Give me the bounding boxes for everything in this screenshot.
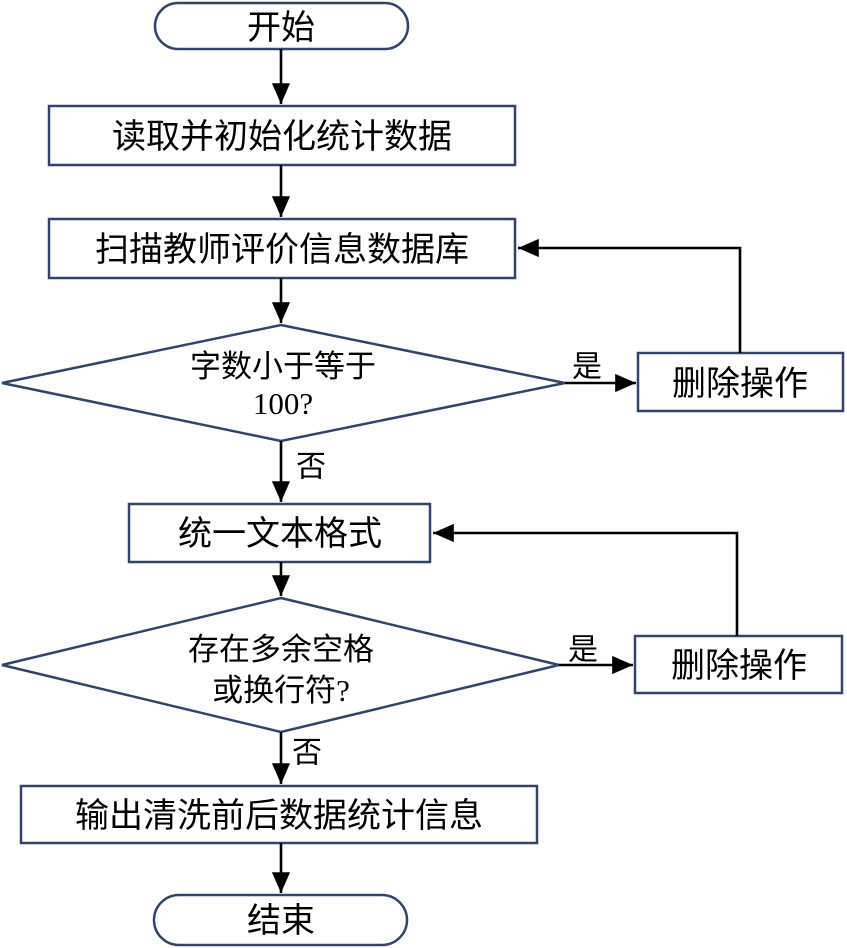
node-end-label: 结束 xyxy=(247,902,315,940)
node-output-stats-process xyxy=(19,784,539,845)
node-scan-db-label: 扫描教师评价信息数据库 xyxy=(95,231,469,269)
node-check-whitespace-label-line2: 或换行符? xyxy=(212,673,350,708)
edge-label-check-length-yes: 是 xyxy=(572,351,602,384)
node-output-stats-label: 输出清洗前后数据统计信息 xyxy=(75,797,483,835)
edge-delete1-loop-to-scan xyxy=(518,238,742,353)
edge-label-check-whitespace-no: 否 xyxy=(292,737,322,770)
node-init-stats-process xyxy=(47,104,517,167)
node-unify-format-label: 统一文本格式 xyxy=(178,515,382,553)
node-delete-op-2-process xyxy=(633,634,844,695)
node-start-label: 开始 xyxy=(247,9,315,47)
edge-label-check-length-no: 否 xyxy=(296,451,326,484)
node-scan-db-process xyxy=(47,217,517,280)
node-check-length-label-line1: 字数小于等于 xyxy=(190,349,376,384)
edge-delete2-loop-to-unify xyxy=(433,523,739,636)
edge-label-check-whitespace-yes: 是 xyxy=(568,634,598,667)
node-delete-op-2-label: 删除操作 xyxy=(671,647,807,685)
node-unify-format-process xyxy=(127,502,432,564)
node-init-stats-label: 读取并初始化统计数据 xyxy=(112,118,452,156)
node-check-length-label-line2: 100? xyxy=(253,386,313,421)
node-check-whitespace-label-line1: 存在多余空格 xyxy=(188,632,374,667)
node-end-terminator xyxy=(152,893,409,947)
node-delete-op-1-label: 删除操作 xyxy=(672,365,808,403)
